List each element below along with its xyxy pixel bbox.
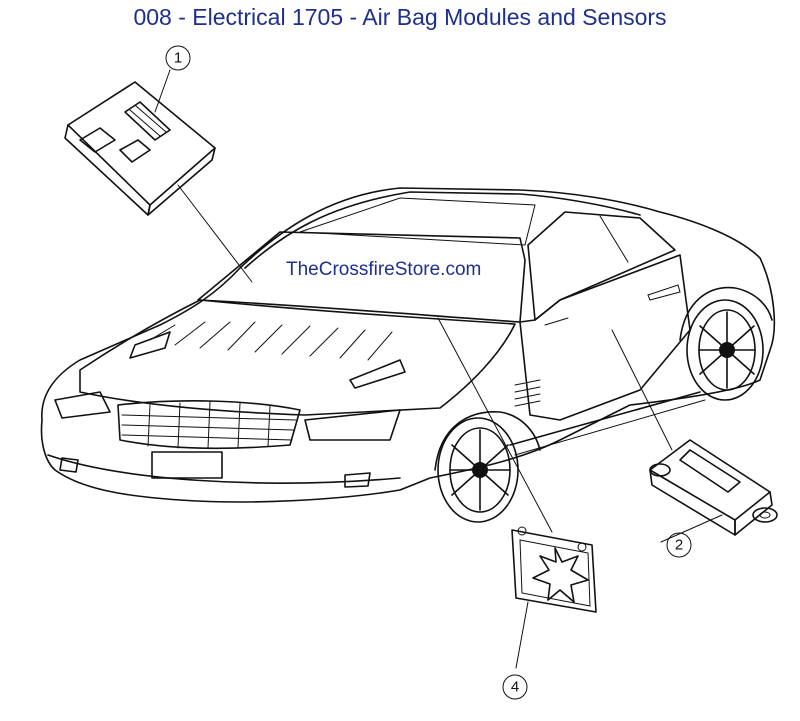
leader-line-4 [515,601,529,669]
headlight-right [304,409,401,441]
side-windows [527,211,676,321]
car-roof [244,191,641,269]
callout-2: 2 [666,532,692,558]
side-vent [514,379,541,407]
watermark-text: TheCrossfireStore.com [286,259,482,280]
leader-line-1 [154,69,171,113]
rear-wheel [686,299,764,401]
callout-2-label: 2 [675,537,683,554]
part-2-impact-sensor [649,439,778,536]
car-outline [40,187,776,503]
front-wheel [437,417,519,523]
leader-line-2 [660,514,723,543]
callout-1: 1 [165,45,191,71]
part-4-occupant-classification-module [511,526,597,613]
callout-4: 4 [502,674,528,700]
leader-lines [154,69,723,669]
license-plate [151,451,223,479]
headlight-left [54,391,111,419]
grille [117,400,301,450]
callout-4-label: 4 [511,679,519,696]
hood [79,299,516,416]
part-1-airbag-control-module [64,81,216,216]
page-title: 008 - Electrical 1705 - Air Bag Modules … [133,4,667,30]
hood-louvers [149,321,393,361]
car-illustration [40,187,776,523]
callout-1-label: 1 [174,50,182,67]
